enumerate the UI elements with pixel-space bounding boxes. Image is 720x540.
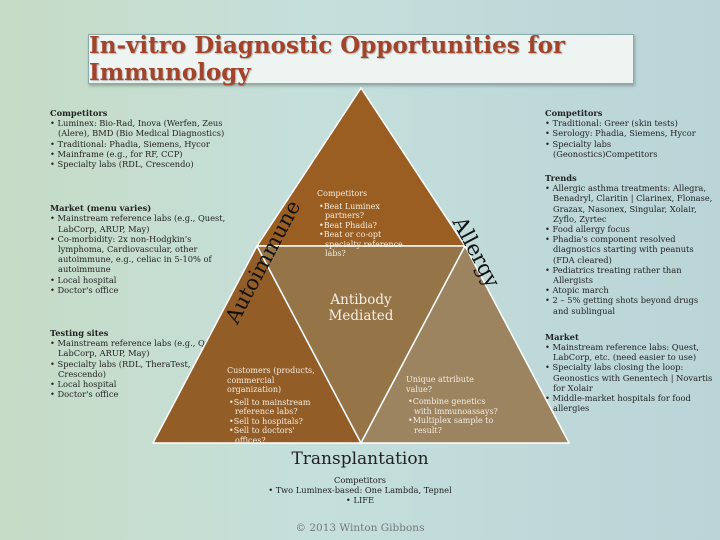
list-item: Beat or co-opt specialty reference labs? (317, 230, 407, 259)
list-item: Specialty labs closing the loop: Geonost… (545, 362, 715, 393)
list-item: Local hospital (50, 275, 240, 285)
list-item: Sell to hospitals? (227, 417, 322, 427)
list-item: Specialty labs (RDL, Crescendo) (50, 159, 240, 169)
bottom-item-text: LIFE (353, 495, 375, 505)
right-triangle-text: Unique attribute value? Combine genetics … (406, 375, 501, 435)
top-triangle-text: CompetitorsBeat Luminex partners?Beat Ph… (317, 189, 407, 259)
list-item: Sell to mainstream reference labs? (227, 398, 322, 417)
title-box: In-vitro Diagnostic Opportunities for Im… (88, 32, 634, 86)
triangle-heading: Unique attribute value? (406, 375, 474, 394)
list-item: Allergic asthma treatments: Allegra, Ben… (545, 183, 715, 224)
bullet-list: Beat Luminex partners?Beat Phadia?Beat o… (317, 202, 407, 259)
bottom-item-text: Two Luminex-based: One Lambda, Tepnel (275, 485, 452, 495)
notes-section: CompetitorsLuminex: Bio-Rad, Inova (Werf… (50, 108, 240, 169)
section-heading: Market (menu varies) (50, 203, 152, 214)
bullet-list: Mainstream reference labs (e.g., Quest, … (50, 338, 240, 399)
list-item: Luminex: Bio-Rad, Inova (Werfen, Zeus (A… (50, 118, 240, 138)
list-item: Combine genetics with immunoassays? (406, 397, 501, 416)
bottom-heading: Competitors (334, 475, 386, 485)
bottom-item: • LIFE (345, 495, 375, 505)
list-item: Mainframe (e.g., for RF, CCP) (50, 149, 240, 159)
bullet-list: Mainstream reference labs: Quest, LabCor… (545, 342, 715, 413)
allergy-notes: CompetitorsTraditional: Greer (skin test… (545, 108, 715, 441)
list-item: Specialty labs (Geonostics)Competitors (545, 139, 715, 159)
notes-section: CompetitorsTraditional: Greer (skin test… (545, 108, 715, 159)
list-item: Local hospital (50, 379, 240, 389)
section-heading: Market (545, 331, 579, 342)
list-item: Traditional: Phadia, Siemens, Hycor (50, 139, 240, 149)
list-item: Traditional: Greer (skin tests) (545, 118, 715, 128)
bullet-list: Combine genetics with immunoassays?Multi… (406, 397, 501, 435)
section-heading: Competitors (545, 108, 603, 118)
list-item: Atopic march (545, 285, 715, 295)
slide-title: In-vitro Diagnostic Opportunities for Im… (89, 32, 566, 86)
notes-section: Testing sitesMainstream reference labs (… (50, 328, 240, 399)
section-heading: Testing sites (50, 328, 109, 339)
list-item: Doctor's office (50, 285, 240, 295)
list-item: Mainstream reference labs (e.g., Quest, … (50, 338, 240, 358)
notes-section: Market (menu varies)Mainstream reference… (50, 203, 240, 295)
transplantation-label: Transplantation (291, 449, 429, 469)
autoimmune-notes: CompetitorsLuminex: Bio-Rad, Inova (Werf… (50, 108, 240, 427)
bullet-list: Mainstream reference labs (e.g., Quest, … (50, 213, 240, 295)
right-triangle (359, 244, 571, 444)
list-item: Serology: Phadia, Siemens, Hycor (545, 128, 715, 138)
bullet-list: Luminex: Bio-Rad, Inova (Werfen, Zeus (A… (50, 118, 240, 169)
bottom-item: • Two Luminex-based: One Lambda, Tepnel (268, 485, 452, 495)
bullet-list: Allergic asthma treatments: Allegra, Ben… (545, 183, 715, 316)
list-item: Middle-market hospitals for food allergi… (545, 393, 715, 413)
list-item: Pediatrics treating rather than Allergis… (545, 265, 715, 285)
notes-section: TrendsAllergic asthma treatments: Allegr… (545, 173, 715, 316)
list-item: Co-morbidity: 2x non-Hodgkin's lymphoma,… (50, 234, 240, 275)
copyright: © 2013 Winton Gibbons (295, 522, 425, 534)
transplantation-notes: Competitors • Two Luminex-based: One Lam… (0, 475, 720, 505)
center-line-1: Antibody (330, 292, 392, 308)
list-item: Specialty labs (RDL, TheraTest, Crescend… (50, 359, 240, 379)
list-item: Food allergy focus (545, 224, 715, 234)
bullet-list: Sell to mainstream reference labs?Sell t… (227, 398, 322, 446)
list-item: Mainstream reference labs: Quest, LabCor… (545, 342, 715, 362)
left-triangle-text: Customers (products, commercial organiza… (227, 366, 322, 445)
triangle-heading: Competitors (317, 189, 368, 198)
section-heading: Competitors (50, 108, 108, 118)
list-item: 2 – 5% getting shots beyond drugs and su… (545, 295, 715, 315)
triangle-heading: Customers (products, commercial organiza… (227, 366, 315, 394)
notes-section: MarketMainstream reference labs: Quest, … (545, 332, 715, 414)
section-heading: Trends (545, 173, 577, 184)
list-item: Doctor's office (50, 389, 240, 399)
list-item: Sell to doctors' offices? (227, 426, 322, 445)
bullet-list: Traditional: Greer (skin tests)Serology:… (545, 118, 715, 159)
list-item: Mainstream reference labs (e.g., Quest, … (50, 213, 240, 233)
list-item: Phadia's component resolved diagnostics … (545, 234, 715, 265)
list-item: Multiplex sample to result? (406, 416, 501, 435)
center-line-2: Mediated (328, 308, 394, 324)
list-item: Beat Luminex partners? (317, 202, 407, 221)
list-item: Beat Phadia? (317, 221, 407, 231)
